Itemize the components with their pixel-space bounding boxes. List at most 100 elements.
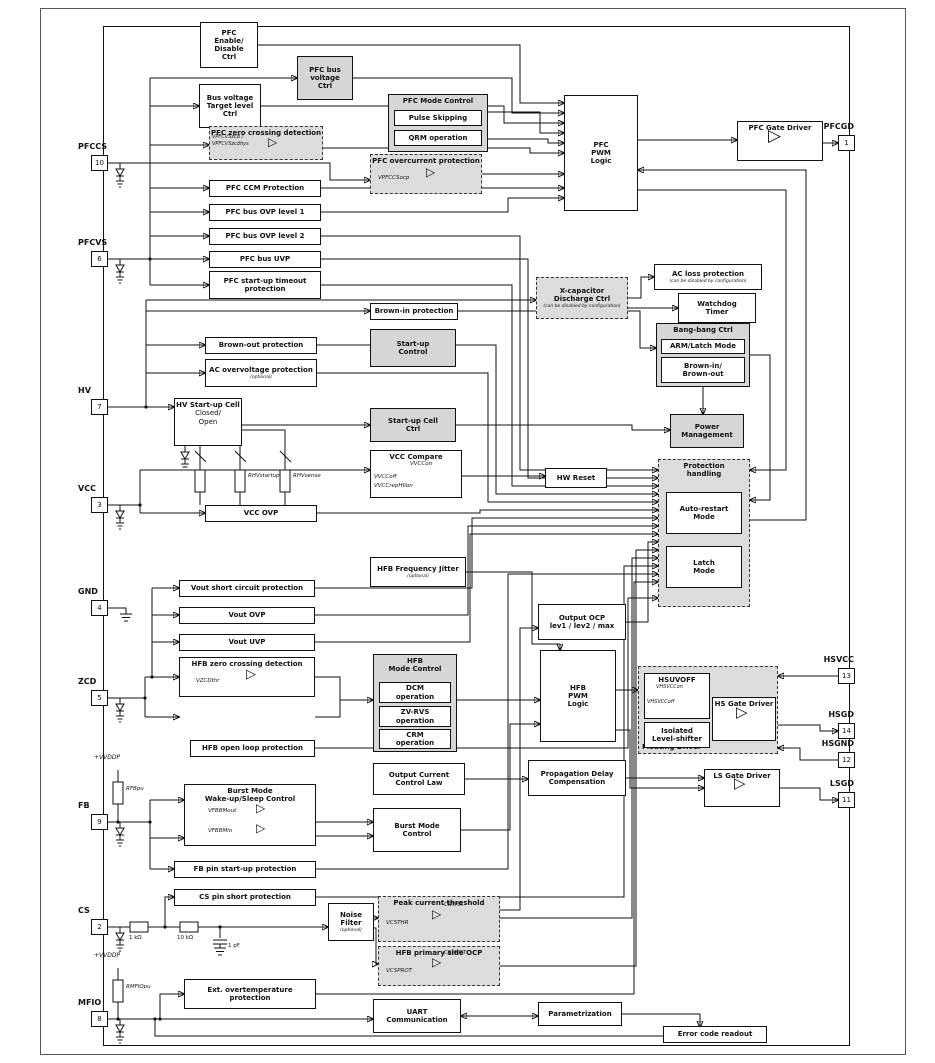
arm-latch-mode-block: ARM/Latch Mode: [661, 339, 745, 354]
pfc-enable-disable-ctrl-label: Disable: [214, 45, 244, 53]
vhsvccoff-label: VHSVCCoff: [647, 699, 675, 705]
pfc-enable-disable-ctrl-label: Ctrl: [221, 53, 237, 62]
power-management-label: Power: [694, 422, 720, 431]
vpfcvszcd-label-2: VPFCVSzcdhys: [212, 141, 249, 147]
ext-overtemperature-protection-label: Ext. overtemperature: [207, 985, 293, 994]
hs-gate-driver-triangle-icon: ▷: [736, 703, 748, 721]
burst-wake-comparator-icon-1: ▷: [256, 801, 266, 815]
pin-hsgd-box: 14: [838, 723, 855, 739]
pin-hsgnd-box: 12: [838, 752, 855, 768]
hfb-pwm-logic-label: HFB: [570, 683, 586, 692]
pfc-bus-voltage-ctrl-label: voltage: [310, 73, 340, 82]
vout-uvp-label: Vout UVP: [228, 638, 266, 647]
vddp-fb-label: +VVDDP: [94, 754, 121, 761]
pin-mfio-label: MFIO: [78, 998, 102, 1007]
protection-handling-label: Protection: [683, 462, 725, 470]
pfc-start-up-timeout-protection-label: PFC start-up timeout: [223, 276, 307, 285]
output-current-control-law-label: Output Current: [388, 770, 450, 779]
ac-loss-protection-label: AC loss protection: [671, 269, 745, 278]
qrm-operation-block: QRM operation: [394, 130, 482, 146]
brown-out-protection-block: Brown-out protection: [205, 337, 317, 354]
csthr-label: CSTHR: [444, 902, 463, 908]
start-up-cell-ctrl-label: Start-up Cell: [388, 416, 438, 425]
vfbbmin-label: VFBBMin: [208, 828, 233, 834]
vvccoff-label: VVCCoff: [374, 474, 397, 480]
rhvsense-label: RHVsense: [293, 473, 321, 479]
vcc-compare-label: VCC Compare: [389, 453, 443, 461]
pfc-ccm-protection-label: PFC CCM Protection: [225, 184, 305, 193]
ac-overvoltage-protection-note: (optional): [250, 374, 272, 380]
ls-gate-driver-triangle-icon: ▷: [734, 774, 746, 792]
burst-mode-control-label: Control: [402, 830, 432, 838]
noise-filter-label: Filter: [340, 918, 362, 927]
pfc-ocp-comparator-icon: ▷: [426, 165, 436, 179]
pin-lsgd-box: 11: [838, 792, 855, 808]
pfc-ccm-protection-block: PFC CCM Protection: [209, 180, 321, 197]
pin-cs-label: CS: [78, 906, 90, 915]
resistor-10k-label: 10 kΩ: [177, 935, 194, 941]
hfb-open-loop-protection-label: HFB open loop protection: [202, 744, 303, 753]
propagation-delay-compensation-label: Propagation Delay: [540, 769, 614, 778]
pfc-bus-voltage-ctrl-label: PFC bus: [309, 65, 341, 74]
x-capacitor-discharge-ctrl-label: Discharge Ctrl: [553, 294, 611, 303]
dcm-operation-label: DCM: [406, 684, 424, 693]
dcm-operation-label: operation: [395, 692, 435, 701]
peak-current-threshold-block: Peak current threshold: [378, 896, 500, 942]
output-ocp-label: lev1 / lev2 / max: [549, 622, 615, 630]
ac-loss-protection-block: AC loss protection(can be disabled by co…: [654, 264, 762, 290]
x-capacitor-discharge-ctrl-label: X-capacitor: [559, 286, 605, 295]
output-current-control-law-label: Control Law: [395, 779, 443, 787]
ls-gate-driver-label: LS Gate Driver: [713, 772, 771, 780]
pfc-bus-ovp-level-2-label: PFC bus OVP level 2: [225, 232, 305, 241]
isolated-level-shifter-label: Isolated: [661, 726, 693, 735]
vcsthr-label: VCSTHR: [386, 920, 409, 926]
x-capacitor-discharge-ctrl-note: (can be disabled by configuration): [543, 304, 621, 310]
hfb-open-loop-protection-block: HFB open loop protection: [190, 740, 315, 757]
resistor-1k-label: 1 kΩ: [129, 935, 142, 941]
pfc-zero-crossing-detection-label: PFC zero crossing detection: [210, 129, 322, 137]
vout-uvp-block: Vout UVP: [179, 634, 315, 651]
zv-rvs-operation-label: operation: [395, 716, 435, 725]
pfc-zcd-comparator-icon: ▷: [268, 135, 278, 149]
pfc-pwm-logic-label: PWM: [591, 148, 611, 157]
burst-wake-comparator-icon-2: ▷: [256, 821, 266, 835]
pfc-bus-uvp-label: PFC bus UVP: [239, 255, 291, 264]
hsuvoff-block: HSUVOFF: [644, 673, 710, 719]
vout-short-circuit-protection-label: Vout short circuit protection: [190, 584, 304, 593]
brown-in-brown-out-label: Brown-out: [682, 370, 724, 378]
hfb-frequency-jitter-block: HFB Frequency Jitter(optional): [370, 557, 466, 587]
auto-restart-mode-label: Mode: [693, 513, 715, 521]
bus-voltage-target-level-ctrl-label: Target level: [206, 101, 254, 110]
hfb-ocp-comparator-icon: ▷: [432, 955, 442, 969]
start-up-control-label: Control: [398, 348, 428, 356]
hs-gate-driver-label: HS Gate Driver: [714, 700, 774, 708]
pin-pfcgd-box: 1: [838, 135, 855, 151]
pin-pfcvs-box: 6: [91, 251, 108, 267]
uart-communication-label: UART: [406, 1007, 428, 1016]
hsuvoff-label: HSUVOFF: [658, 676, 696, 684]
hs-gate-driver-block: HS Gate Driver: [712, 697, 776, 741]
pfc-zero-crossing-detection-block: PFC zero crossing detection: [209, 126, 323, 160]
hw-reset-block: HW Reset: [545, 468, 607, 488]
pfc-gate-driver-label: PFC Gate Driver: [748, 124, 812, 132]
vout-short-circuit-protection-block: Vout short circuit protection: [179, 580, 315, 597]
hv-start-up-cell-subtitle: Closed/: [195, 409, 221, 418]
capacitor-1pf-label: 1 pF: [228, 943, 240, 949]
pfc-gate-driver-triangle-icon: ▷: [768, 126, 782, 146]
rfbpu-label: RFBpu: [126, 786, 144, 792]
vddp-mfio-label: +VVDDP: [94, 952, 121, 959]
hfb-primary-side-ocp-block: HFB primary side OCP: [378, 946, 500, 986]
hfb-mode-control-label: Mode Control: [388, 665, 442, 674]
pin-pfccs-label: PFCCS: [78, 142, 107, 151]
pin-fb-label: FB: [78, 801, 90, 810]
